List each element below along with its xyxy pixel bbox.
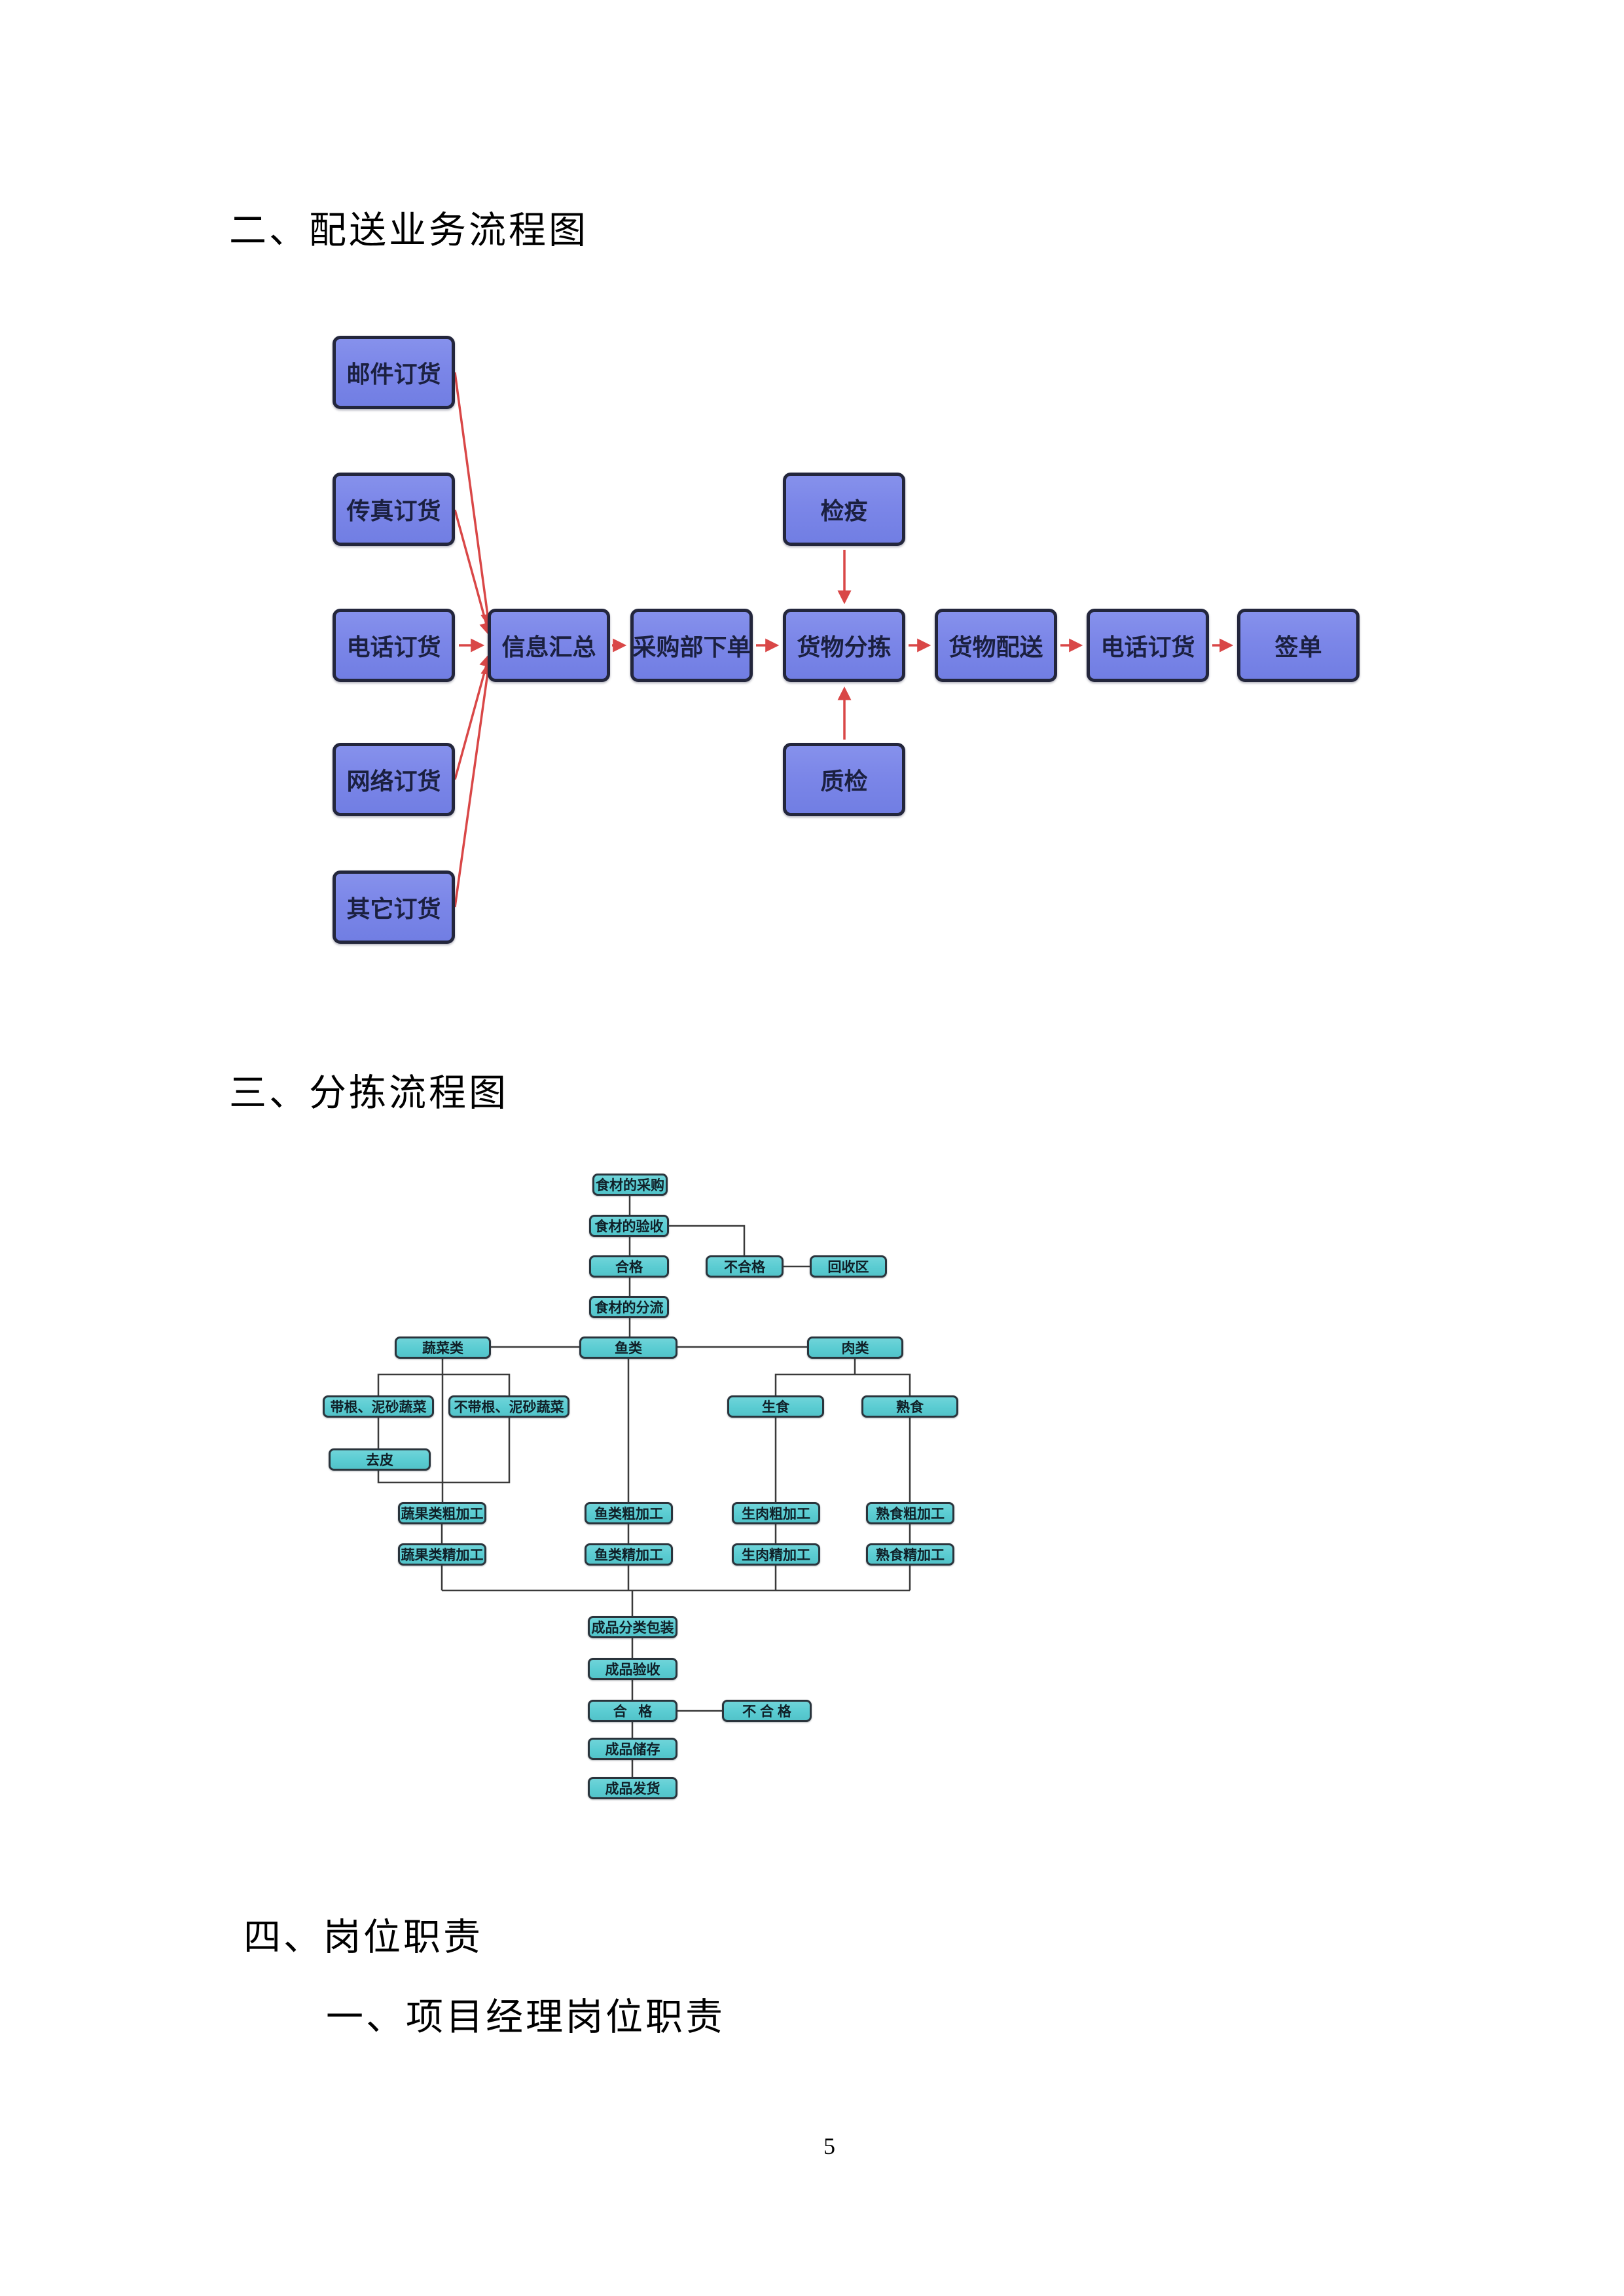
node-goods-sorting: 货物分拣 — [783, 609, 905, 682]
node-cooked-food: 熟食 — [861, 1395, 958, 1418]
node-info-summary: 信息汇总 — [488, 609, 610, 682]
node-vegetable-class: 蔬菜类 — [395, 1336, 491, 1359]
node-product-sort-packing: 成品分类包装 — [588, 1616, 677, 1638]
node-purchasing-dept-order: 采购部下单 — [630, 609, 753, 682]
node-goods-delivery: 货物配送 — [935, 609, 1057, 682]
node-veg-rough-processing: 蔬果类粗加工 — [398, 1502, 486, 1524]
node-veg-fine-processing: 蔬果类精加工 — [398, 1543, 486, 1566]
node-cooked-rough-processing: 熟食粗加工 — [866, 1502, 954, 1524]
node-sign-off: 签单 — [1237, 609, 1360, 682]
node-ingredient-purchase: 食材的采购 — [592, 1174, 668, 1196]
node-ingredient-acceptance: 食材的验收 — [589, 1215, 669, 1237]
node-web-order: 网络订货 — [333, 743, 455, 816]
node-product-shipping: 成品发货 — [588, 1777, 677, 1799]
flow1-red-arrows — [454, 372, 1234, 908]
node-quarantine: 检疫 — [783, 473, 905, 546]
section3-heading: 三、分拣流程图 — [229, 1073, 509, 1114]
page-number: 5 — [823, 2133, 835, 2159]
node-meat-class: 肉类 — [807, 1336, 903, 1359]
node-ingredient-split: 食材的分流 — [589, 1296, 669, 1318]
node-raw-meat-rough-processing: 生肉粗加工 — [732, 1502, 820, 1524]
node-cooked-fine-processing: 熟食精加工 — [866, 1543, 954, 1566]
node-qualified: 合格 — [589, 1255, 669, 1278]
node-mail-order: 邮件订货 — [333, 336, 455, 409]
node-fish-rough-processing: 鱼类粗加工 — [585, 1502, 673, 1524]
node-phone-order: 电话订货 — [333, 609, 455, 682]
node-rooted-sandy-vegetables: 带根、泥砂蔬菜 — [323, 1395, 434, 1418]
node-non-rooted-sandy-vegetables: 不带根、泥砂蔬菜 — [448, 1395, 569, 1418]
node-peeling: 去皮 — [329, 1448, 431, 1471]
node-raw-meat-fine-processing: 生肉精加工 — [732, 1543, 820, 1566]
section4-heading: 四、岗位职责 — [244, 1917, 483, 1958]
node-product-qualified: 合 格 — [588, 1700, 677, 1722]
node-fish-class: 鱼类 — [579, 1336, 677, 1359]
node-product-storage: 成品储存 — [588, 1738, 677, 1760]
section4-subheading-project-manager: 一、项目经理岗位职责 — [326, 1997, 725, 2038]
node-unqualified: 不合格 — [706, 1255, 784, 1278]
section2-heading: 二、配送业务流程图 — [229, 210, 588, 251]
flow2-black-lines — [377, 1196, 911, 1777]
node-product-unqualified: 不 合 格 — [722, 1700, 812, 1722]
node-phone-order-confirm: 电话订货 — [1087, 609, 1209, 682]
node-other-order: 其它订货 — [333, 870, 455, 944]
node-fish-fine-processing: 鱼类精加工 — [585, 1543, 673, 1566]
node-quality-inspection: 质检 — [783, 743, 905, 816]
node-product-acceptance: 成品验收 — [588, 1658, 677, 1680]
node-raw-food: 生食 — [727, 1395, 824, 1418]
node-fax-order: 传真订货 — [333, 473, 455, 546]
node-recycle-area: 回收区 — [810, 1255, 887, 1278]
